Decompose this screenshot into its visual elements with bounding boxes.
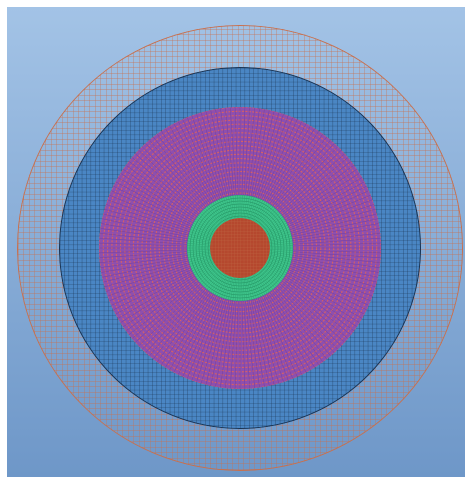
model-viewport[interactable]	[7, 7, 465, 477]
circular-mesh-model[interactable]	[7, 7, 465, 477]
core-region[interactable]	[7, 7, 465, 477]
